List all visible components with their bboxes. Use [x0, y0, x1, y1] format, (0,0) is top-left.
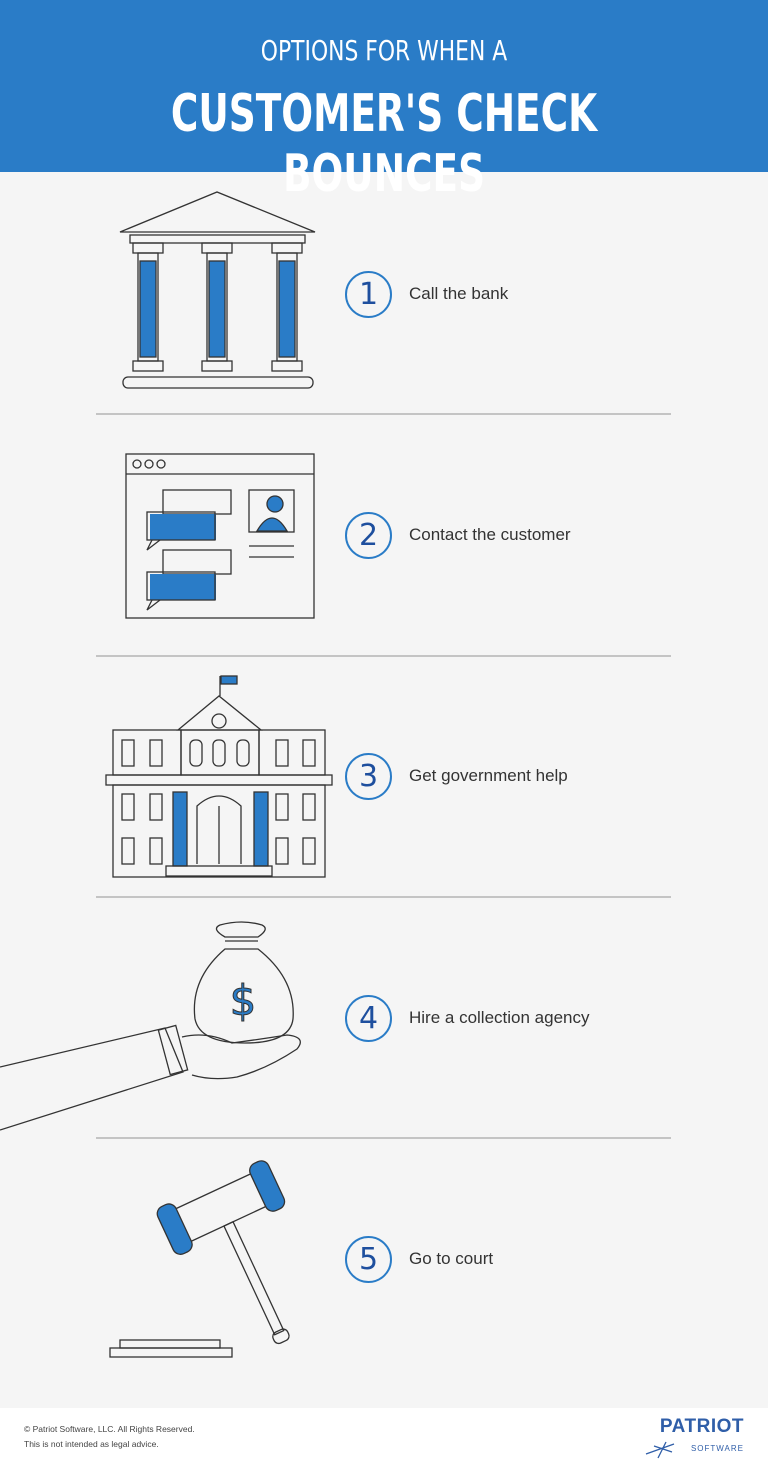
step-number: 1 — [345, 271, 392, 318]
step-label: Get government help — [409, 766, 568, 785]
step-number: 2 — [345, 512, 392, 559]
step-number: 4 — [345, 995, 392, 1042]
logo-sub: SOFTWARE — [690, 1444, 744, 1453]
title-line-1: OPTIONS FOR WHEN A — [260, 34, 508, 67]
divider — [96, 655, 671, 657]
step-label: Go to court — [409, 1249, 494, 1268]
step-3: 3 Get government help — [0, 656, 768, 897]
disclaimer-text: This is not intended as legal advice. — [24, 1439, 159, 1449]
copyright-text: © Patriot Software, LLC. All Rights Rese… — [24, 1424, 195, 1434]
step-label: Hire a collection agency — [409, 1008, 590, 1027]
step-label: Contact the customer — [409, 525, 571, 544]
divider — [96, 896, 671, 898]
step-number: 5 — [345, 1236, 392, 1283]
logo-main: PATRIOT — [659, 1416, 744, 1437]
footer: © Patriot Software, LLC. All Rights Rese… — [0, 1408, 768, 1465]
bank-icon — [119, 191, 316, 389]
step-2: 2 Contact the customer — [0, 414, 768, 655]
patriot-software-logo: PATRIOT SOFTWARE — [644, 1416, 744, 1460]
money-bag-hand-icon: $ — [0, 921, 301, 1131]
step-label: Call the bank — [409, 284, 509, 303]
divider — [96, 1137, 671, 1139]
step-1: 1 Call the bank — [0, 173, 768, 414]
gavel-icon — [109, 1160, 290, 1358]
chat-window-icon — [125, 453, 315, 619]
dollar-sign-icon: $ — [230, 976, 257, 1025]
step-number: 3 — [345, 753, 392, 800]
header-banner: OPTIONS FOR WHEN A CUSTOMER'S CHECK BOUN… — [0, 0, 768, 204]
divider — [96, 413, 671, 415]
step-4: $ 4 Hire a collection agency — [0, 897, 768, 1138]
star-swoosh-icon — [645, 1441, 675, 1459]
step-5: 5 Go to court — [0, 1138, 768, 1379]
title-line-2: CUSTOMER'S CHECK BOUNCES — [170, 84, 598, 204]
government-building-icon — [105, 675, 333, 878]
